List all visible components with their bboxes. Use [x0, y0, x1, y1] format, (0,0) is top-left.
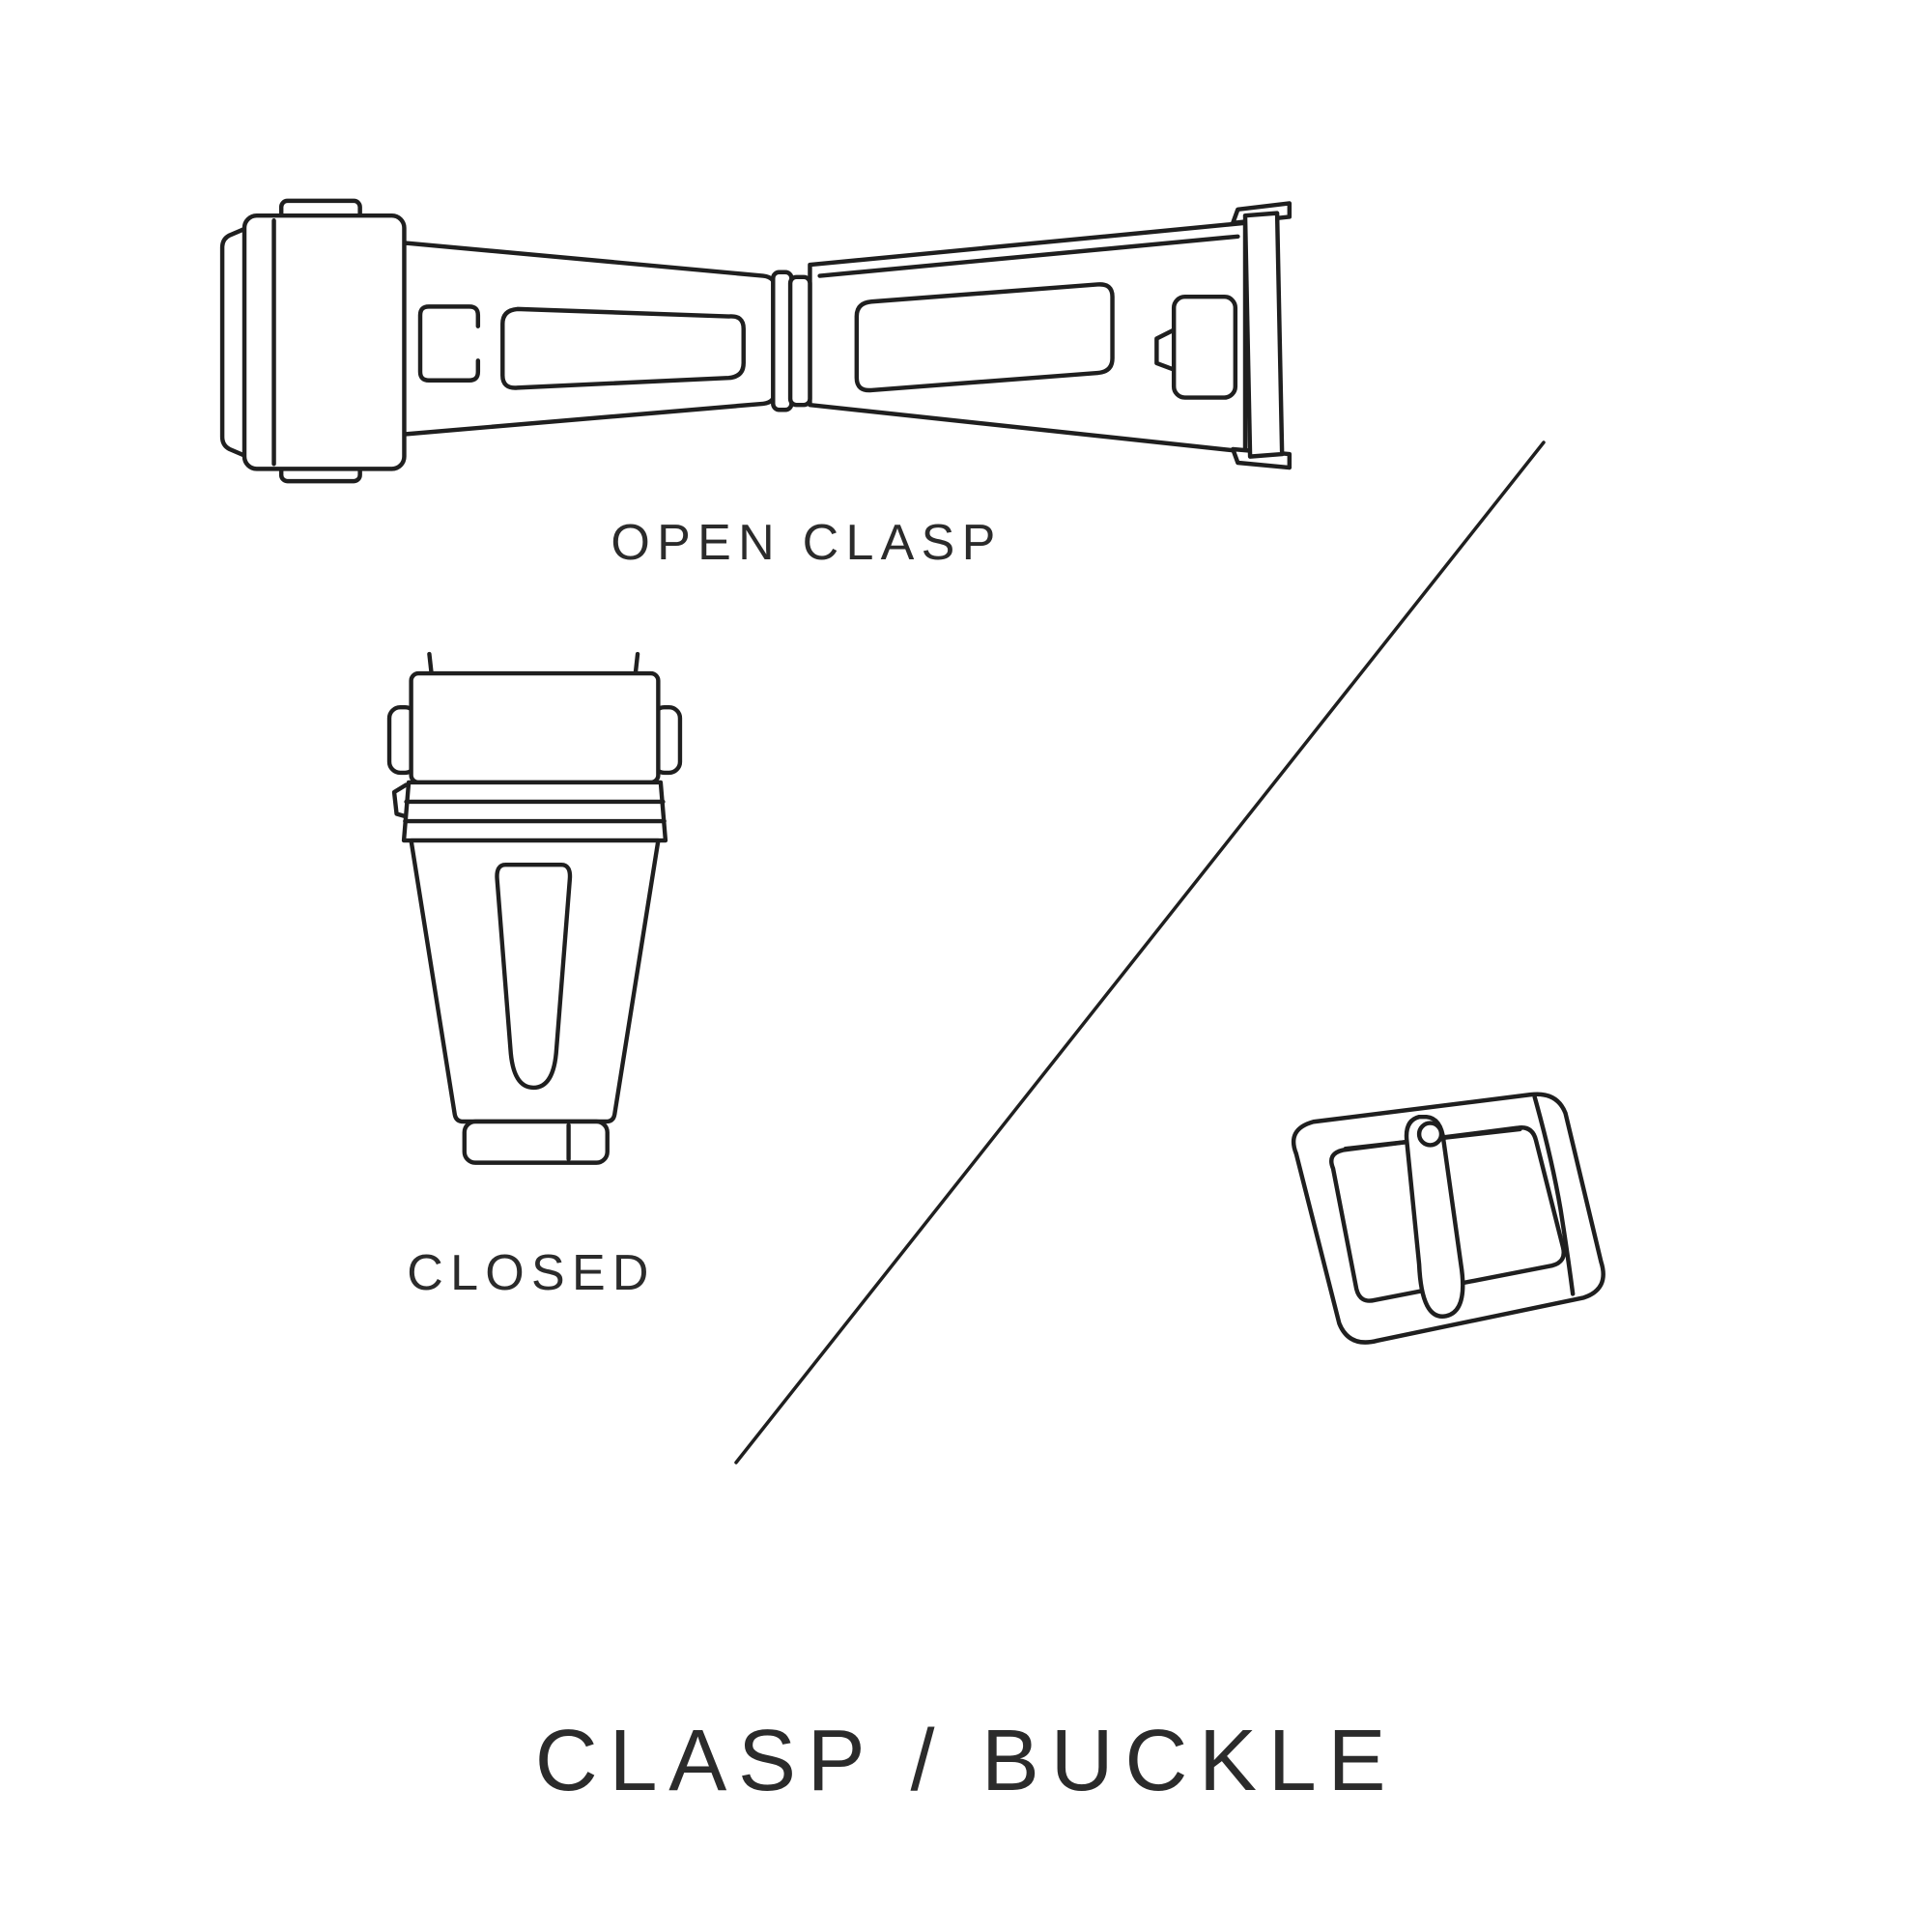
closed-clasp-icon — [386, 651, 683, 1165]
open-clasp-icon — [219, 198, 1293, 484]
tang-buckle-icon — [1291, 1092, 1605, 1345]
closed-clasp-label: CLOSED — [407, 1245, 656, 1301]
buckle-illustration — [1225, 1080, 1631, 1412]
open-clasp-illustration — [217, 179, 1299, 500]
diagonal-divider-line — [724, 425, 1555, 1478]
page-title: CLASP / BUCKLE — [534, 1713, 1398, 1809]
divider-line-icon — [734, 440, 1546, 1464]
open-clasp-label: OPEN CLASP — [611, 515, 1003, 571]
closed-clasp-illustration — [380, 649, 695, 1182]
